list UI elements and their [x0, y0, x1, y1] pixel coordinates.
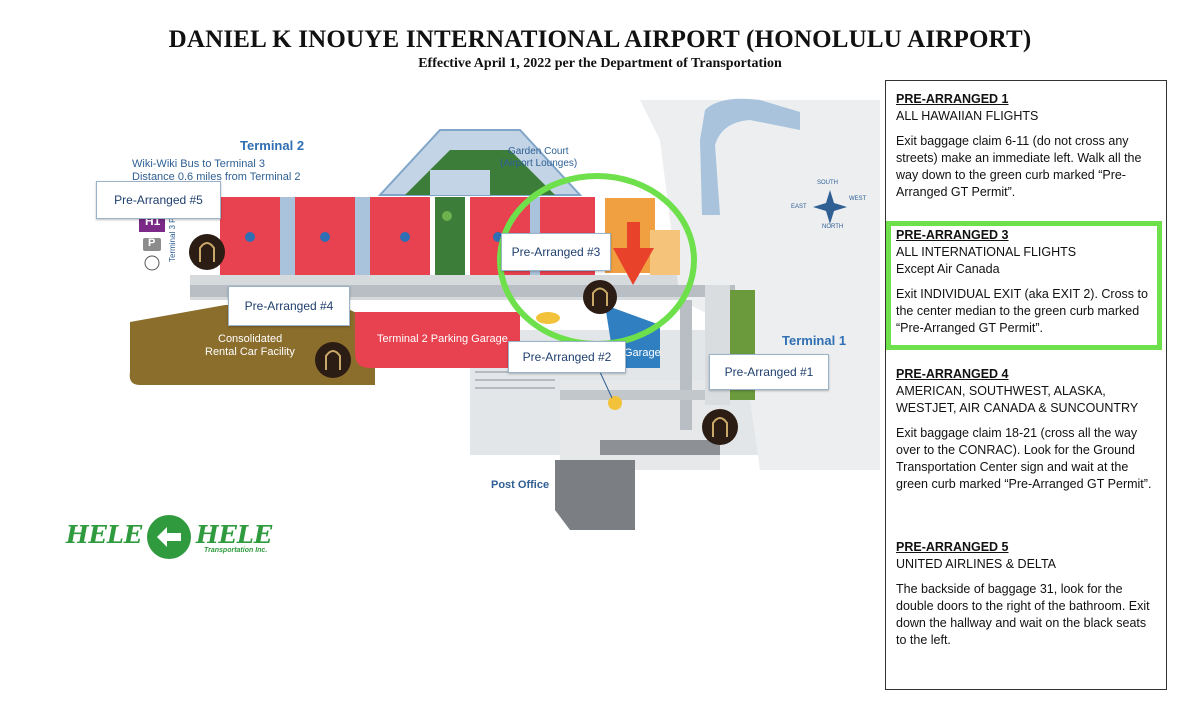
- section-airlines: UNITED AIRLINES & DELTA: [896, 557, 1056, 571]
- bus-icon: [144, 255, 160, 271]
- gate-icon: [442, 211, 452, 221]
- terminal-1-garage-label: Garage: [624, 347, 661, 359]
- parking-sign: [143, 238, 161, 251]
- instructions-panel: PRE-ARRANGED 1 ALL HAWAIIAN FLIGHTS Exit…: [885, 80, 1167, 690]
- pointer-line: [599, 371, 613, 399]
- road: [560, 390, 730, 400]
- pre-arranged-2-box: Pre-Arranged #2: [508, 341, 626, 373]
- section-body: Exit baggage claim 6-11 (do not cross an…: [896, 134, 1142, 199]
- garden-court-walk: [430, 170, 490, 195]
- post-office-building: [555, 460, 635, 530]
- rental-car-label: Rental Car Facility: [205, 346, 295, 358]
- section-airlines: ALL INTERNATIONAL FLIGHTS: [896, 245, 1077, 259]
- orange-building-light: [650, 230, 680, 275]
- yellow-marker: [536, 312, 560, 324]
- gate-icon: [320, 232, 330, 242]
- terminal-2-garage-label: Terminal 2 Parking Garage: [377, 333, 508, 345]
- garden-court-label: Garden Court: [508, 146, 569, 157]
- post-office-label: Post Office: [491, 479, 550, 491]
- airport-lounges-label: (Airport Lounges): [500, 158, 578, 169]
- compass-icon: [813, 190, 847, 224]
- section-exception: Except Air Canada: [896, 262, 1000, 276]
- section-body: Exit baggage claim 18-21 (cross all the …: [896, 426, 1152, 491]
- wiki-bus-label: Wiki-Wiki Bus to Terminal 3: [132, 158, 266, 170]
- pre-arranged-1-box: Pre-Arranged #1: [709, 354, 829, 390]
- compass-south: SOUTH: [817, 180, 838, 186]
- section-heading: PRE-ARRANGED 3: [896, 228, 1009, 242]
- post-office-lot: [600, 440, 720, 455]
- logo-emblem-icon: [147, 515, 191, 559]
- pre-arranged-3-highlight: [886, 221, 1162, 350]
- pre-arranged-5-box: Pre-Arranged #5: [96, 181, 221, 219]
- gate-icon: [245, 232, 255, 242]
- section-pre-arranged-4: PRE-ARRANGED 4 AMERICAN, SOUTHWEST, ALAS…: [896, 366, 1158, 493]
- pickup-marker-icon: [189, 234, 225, 270]
- red-arrow-icon: [613, 222, 654, 285]
- section-heading: PRE-ARRANGED 5: [896, 540, 1009, 554]
- pickup-marker-icon: [583, 280, 617, 314]
- water-channel: [700, 98, 800, 215]
- road: [680, 300, 692, 430]
- airplane-icon: [608, 396, 622, 410]
- section-pre-arranged-1: PRE-ARRANGED 1 ALL HAWAIIAN FLIGHTS Exit…: [896, 91, 1158, 201]
- pickup-marker-icon: [702, 409, 738, 445]
- section-heading: PRE-ARRANGED 1: [896, 92, 1009, 106]
- wiki-bus-distance-label: Distance 0.6 miles from Terminal 2: [132, 171, 301, 183]
- gate-icon: [400, 232, 410, 242]
- terminal-1-label: Terminal 1: [782, 333, 847, 348]
- compass-north: NORTH: [822, 224, 844, 230]
- section-heading: PRE-ARRANGED 4: [896, 367, 1009, 381]
- logo-tagline: Transportation Inc.: [204, 547, 268, 554]
- compass-east: EAST: [791, 204, 807, 210]
- pre-arranged-3-box: Pre-Arranged #3: [501, 233, 611, 271]
- section-pre-arranged-5: PRE-ARRANGED 5 UNITED AIRLINES & DELTA T…: [896, 539, 1158, 649]
- page-title: DANIEL K INOUYE INTERNATIONAL AIRPORT (H…: [168, 26, 1032, 53]
- logo-text-left: HELE: [66, 520, 143, 549]
- pickup-marker-icon: [315, 342, 351, 378]
- logo-text-right: HELE: [196, 520, 273, 549]
- compass-west: WEST: [849, 196, 867, 202]
- section-body: Exit INDIVIDUAL EXIT (aka EXIT 2). Cross…: [896, 287, 1148, 335]
- section-airlines: AMERICAN, SOUTHWEST, ALASKA, WESTJET, AI…: [896, 384, 1139, 415]
- pre-arranged-4-box: Pre-Arranged #4: [228, 286, 350, 326]
- airport-map: [129, 98, 880, 530]
- consolidated-label: Consolidated: [218, 333, 283, 345]
- section-body: The backside of baggage 31, look for the…: [896, 582, 1150, 647]
- parking-p-label: P: [148, 237, 156, 249]
- section-airlines: ALL HAWAIIAN FLIGHTS: [896, 109, 1039, 123]
- terminal-2-parking-garage: [355, 312, 520, 368]
- terminal-2-label: Terminal 2: [240, 138, 305, 153]
- page-subtitle: Effective April 1, 2022 per the Departme…: [418, 56, 782, 71]
- section-pre-arranged-3: PRE-ARRANGED 3 ALL INTERNATIONAL FLIGHTS…: [896, 227, 1158, 337]
- hele-hele-logo: HELE HELE Transportation Inc.: [66, 514, 286, 560]
